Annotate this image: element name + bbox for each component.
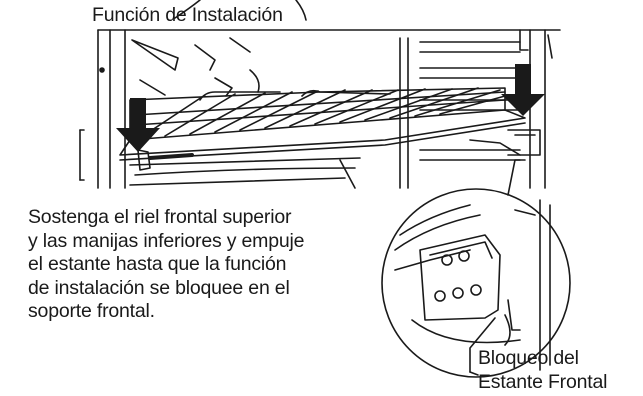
down-arrow-icon-right: [501, 64, 545, 116]
callout-line: Estante Frontal: [478, 370, 608, 393]
callout-line: Bloqueo del: [478, 347, 579, 369]
down-arrow-icon-left: [116, 98, 160, 152]
feature-title: Función de Instalación: [92, 4, 283, 26]
instruction-line: el estante hasta que la función: [28, 253, 287, 275]
instruction-line: y las manijas inferiores y empuje: [28, 229, 305, 252]
instruction-text: Sostenga el riel frontal superior y las …: [28, 206, 358, 324]
instruction-line: de instalación se bloquee en el: [28, 276, 290, 299]
instruction-line: Sostenga el riel frontal superior: [28, 206, 292, 228]
front-rack-lock-label: Bloqueo del Estante Frontal: [478, 347, 643, 394]
instruction-line: soporte frontal.: [28, 300, 155, 322]
